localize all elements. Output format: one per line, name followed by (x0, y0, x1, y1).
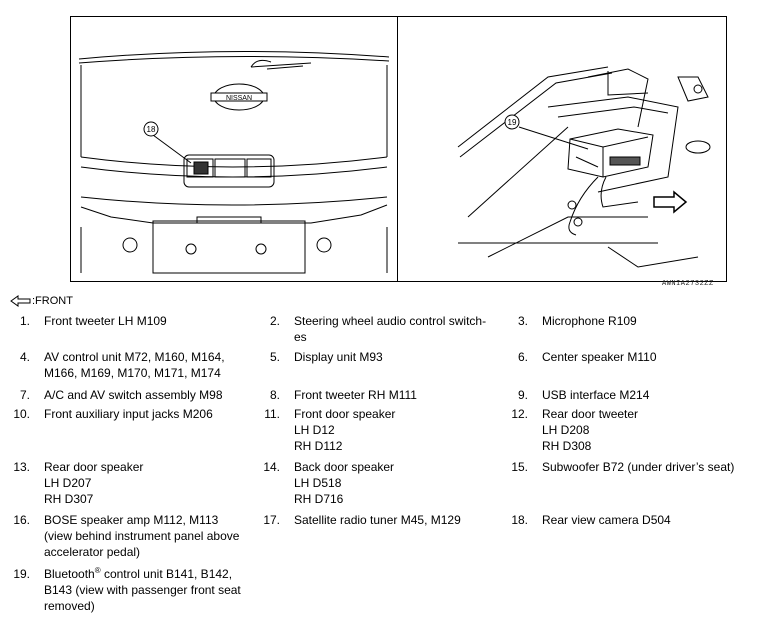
legend-item-10: 10.Front auxiliary input jacks M206 (13, 407, 213, 421)
legend-item-4: 4.AV control unit M72, M160, M164, M166,… (19, 350, 225, 380)
nissan-badge-text: NISSAN (226, 95, 252, 102)
legend-item-14: 14.Back door speaker LH D518 RH D716 (263, 460, 395, 506)
legend-item-8: 8.Front tweeter RH M111 (269, 388, 417, 402)
legend-item-1: 1.Front tweeter LH M109 (19, 314, 167, 328)
legend-item-2: 2.Steering wheel audio control switch- e… (269, 314, 487, 344)
legend-item-9: 9.USB interface M214 (517, 388, 650, 402)
callout-19: 19 (508, 118, 517, 127)
legend-item-5: 5.Display unit M93 (269, 350, 383, 364)
legend-item-17: 17.Satellite radio tuner M45, M129 (263, 513, 461, 527)
legend-item-12: 12.Rear door tweeter LH D208 RH D308 (511, 407, 639, 453)
legend-item-3: 3.Microphone R109 (517, 314, 637, 328)
legend-item-19: 19. Bluetooth® control unit B141, B142, … (13, 566, 241, 614)
legend-item-16: 16.BOSE speaker amp M112, M113 (view beh… (13, 513, 240, 559)
bluetooth-unit-view: 19 (398, 17, 728, 281)
component-location-figure: NISSAN 18 (70, 16, 727, 282)
legend-item-18: 18.Rear view camera D504 (511, 513, 671, 527)
legend-item-6: 6.Center speaker M110 (517, 350, 657, 364)
front-arrow-icon (10, 295, 31, 307)
front-label: :FRONT (32, 295, 73, 307)
callout-18: 18 (147, 125, 156, 134)
legend-item-7: 7.A/C and AV switch assembly M98 (19, 388, 223, 402)
legend-item-11: 11.Front door speaker LH D12 RH D112 (264, 407, 396, 453)
figure-divider (397, 17, 398, 281)
legend-item-15: 15.Subwoofer B72 (under driver’s seat) (511, 460, 735, 474)
front-indicator: :FRONT (10, 295, 73, 307)
legend-item-13: 13.Rear door speaker LH D207 RH D307 (13, 460, 144, 506)
figure-id: AWNIA2732ZZ (662, 280, 714, 288)
rear-camera-view: NISSAN 18 (71, 17, 397, 281)
rear-tailgate-drawing: NISSAN 18 (78, 50, 390, 274)
bluetooth-unit-drawing: 19 (457, 66, 711, 268)
